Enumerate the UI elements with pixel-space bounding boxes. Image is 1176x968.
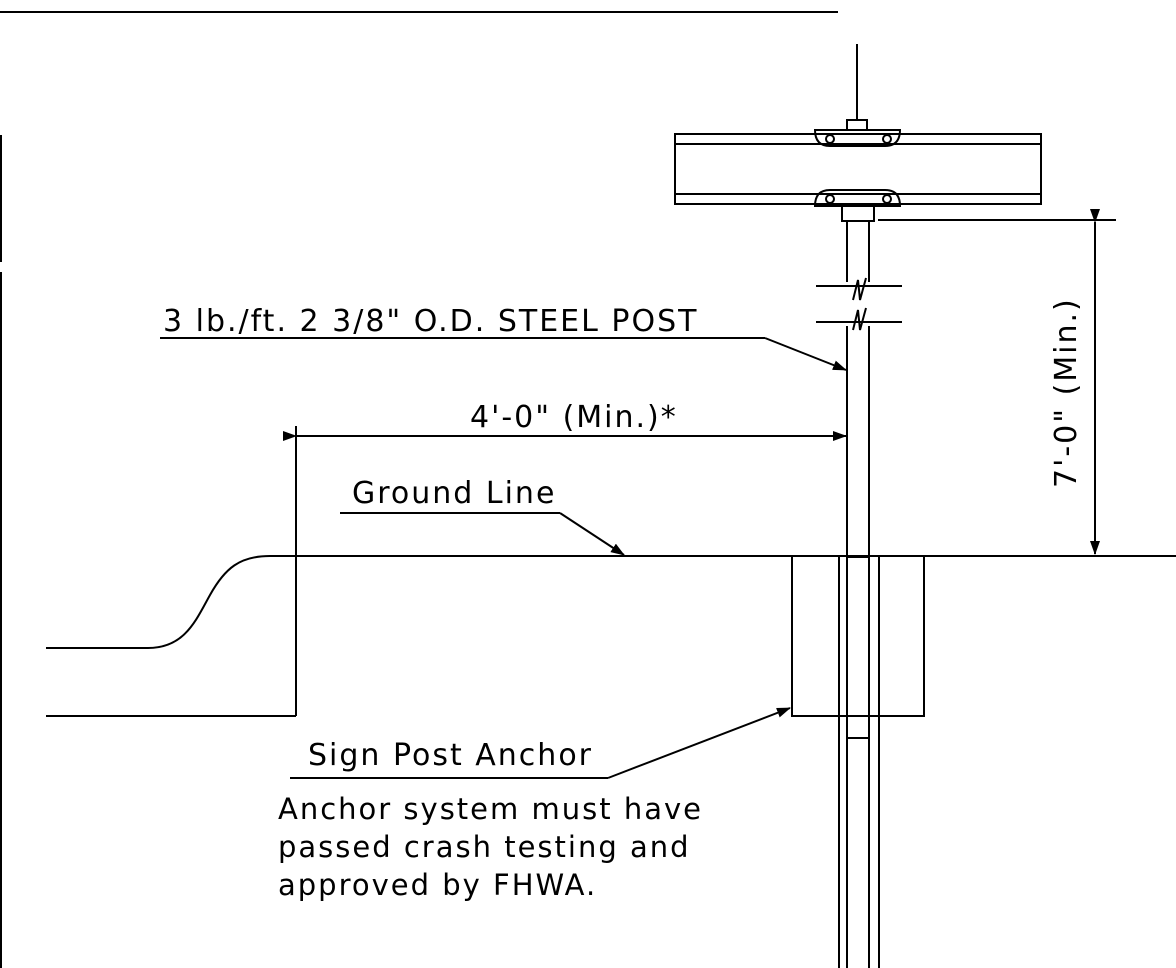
anchor-callout: Sign Post Anchor Anchor system must have…: [278, 707, 791, 902]
ground-profile: [46, 555, 1176, 717]
break-symbol: [852, 307, 867, 331]
anchor-leader: [607, 707, 791, 779]
ground-line-label: Ground Line: [352, 476, 556, 511]
curb-profile: [46, 555, 296, 649]
sign-panel: [674, 44, 1042, 222]
rod-cap: [846, 119, 868, 131]
post-label: 3 lb./ft. 2 3/8" O.D. STEEL POST: [163, 304, 698, 339]
post-leader: [764, 337, 847, 371]
bolt-hole: [882, 194, 892, 204]
ground-line-callout: Ground Line: [340, 476, 625, 556]
height-dimension: 7'-0" (Min.): [878, 209, 1116, 555]
anchor-label: Sign Post Anchor: [308, 738, 593, 773]
break-symbol: [852, 277, 867, 301]
panel-outer: [674, 133, 1042, 205]
post-collar: [841, 205, 875, 222]
ground-leader: [559, 512, 625, 556]
anchor-note-line: Anchor system must have: [278, 792, 703, 826]
height-dimension-label: 7'-0" (Min.): [1049, 297, 1084, 488]
anchor-stub: [846, 556, 870, 739]
offset-dimension-label: 4'-0" (Min.)*: [470, 400, 678, 435]
anchor-note-line: passed crash testing and: [278, 830, 691, 864]
post-callout: 3 lb./ft. 2 3/8" O.D. STEEL POST: [160, 304, 847, 371]
sign-post-anchor-footing: [791, 555, 925, 717]
clamp-bottom: [813, 189, 902, 207]
offset-dimension: 4'-0" (Min.)*: [283, 400, 847, 556]
bolt-hole: [825, 134, 835, 144]
anchor-note-line: approved by FHWA.: [278, 868, 597, 902]
steel-post: [816, 221, 902, 968]
bolt-hole: [825, 194, 835, 204]
clamp-top: [813, 129, 902, 147]
bolt-hole: [882, 134, 892, 144]
